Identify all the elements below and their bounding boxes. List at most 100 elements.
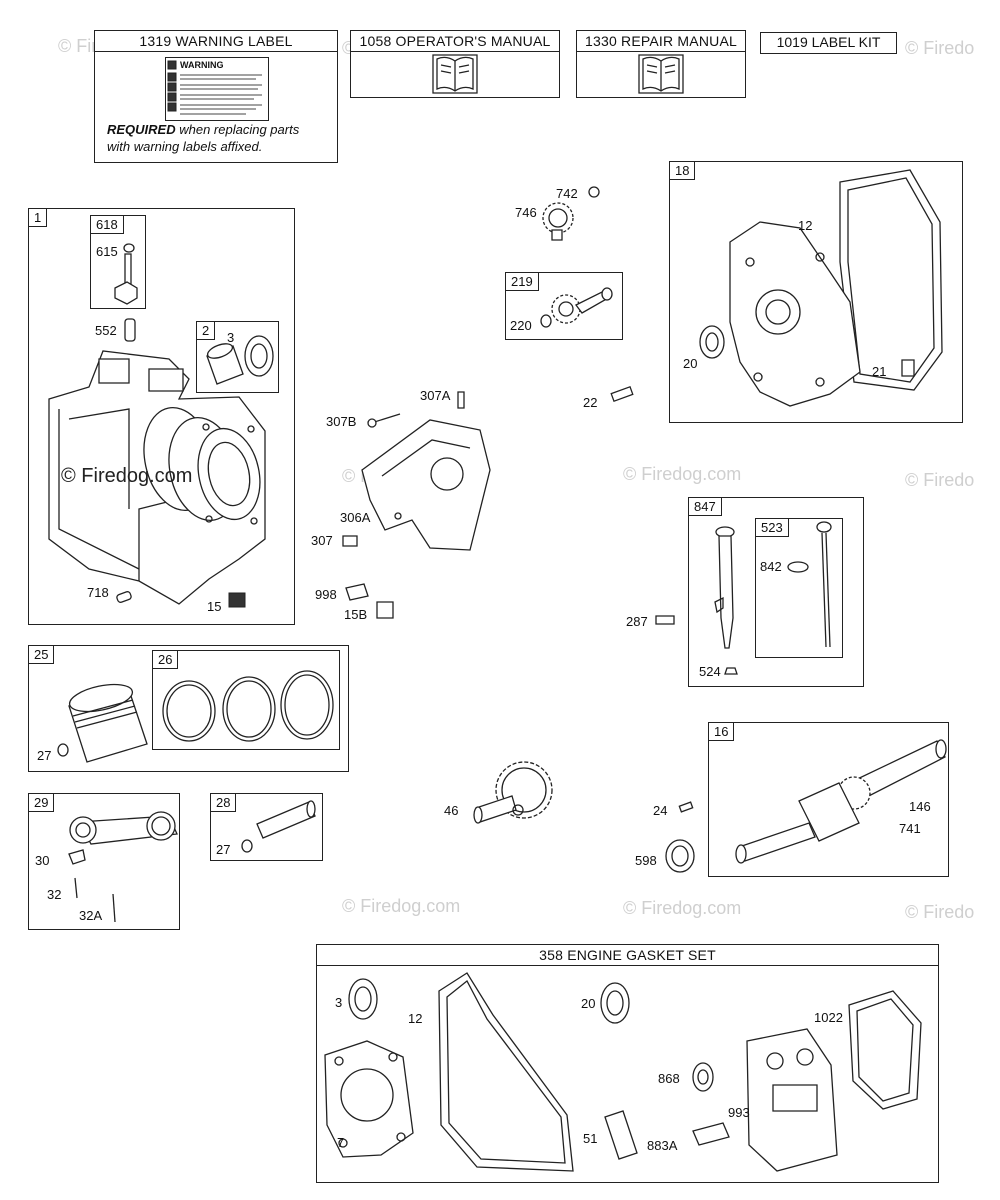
breather-subgroup-tag: 618 xyxy=(91,216,124,234)
warning-sticker-title: WARNING xyxy=(180,60,224,70)
part-number: 842 xyxy=(760,559,782,574)
piston-rings-subgroup-tag: 26 xyxy=(153,651,179,669)
dipstick-subgroup[interactable]: 523 842 xyxy=(755,518,843,658)
warning-label-title: 1319 WARNING LABEL xyxy=(95,31,337,52)
piston-drawing xyxy=(29,646,350,773)
part-number: 15B xyxy=(344,607,368,622)
crankcase-cover-group[interactable]: 18 12 20 21 xyxy=(669,161,963,423)
watermark: © Firedo xyxy=(905,470,975,490)
crankcase-cover-group-tag: 18 xyxy=(670,162,696,180)
part-number: 32 xyxy=(47,887,62,902)
part-number: 220 xyxy=(510,318,532,333)
connecting-rod-drawing xyxy=(29,794,181,931)
dipstick-drawing xyxy=(756,519,844,659)
part-number: 3 xyxy=(227,330,235,345)
piston-pin-group-tag: 28 xyxy=(211,794,237,812)
piston-sleeve-subgroup[interactable]: 2 3 xyxy=(196,321,279,393)
piston-rings-subgroup[interactable]: 26 xyxy=(152,650,340,750)
dipstick-group-tag: 847 xyxy=(689,498,722,516)
piston-pin-group[interactable]: 28 27 xyxy=(210,793,323,861)
cylinder-group[interactable]: 1 618 615 2 3 xyxy=(28,208,295,625)
dipstick-subgroup-tag: 523 xyxy=(756,519,789,537)
book-icon xyxy=(577,31,747,99)
warning-note-rest: when replacing parts xyxy=(175,122,300,137)
dipstick-tube-drawing xyxy=(689,498,865,688)
warning-label-box[interactable]: 1319 WARNING LABEL WARNING REQUIRED when… xyxy=(94,30,338,163)
part-number: 146 xyxy=(909,799,931,814)
part-number: 598 xyxy=(635,853,657,868)
part-number: 883A xyxy=(647,1138,678,1153)
warning-note-bold: REQUIRED xyxy=(107,122,176,137)
dipstick-group[interactable]: 847 523 842 524 xyxy=(688,497,864,687)
crankcase-cover-drawing xyxy=(670,162,964,424)
part-number: 12 xyxy=(798,218,813,233)
crankshaft-group[interactable]: 16 146 741 xyxy=(708,722,949,877)
part-number: 22 xyxy=(583,395,598,410)
cylinder-block-drawing xyxy=(29,209,296,626)
part-number: 24 xyxy=(653,803,668,818)
part-number: 287 xyxy=(626,614,648,629)
watermark: © Firedo xyxy=(905,902,975,922)
part-number: 46 xyxy=(444,803,459,818)
warning-note: REQUIRED when replacing parts xyxy=(107,122,299,137)
breather-subgroup[interactable]: 618 615 xyxy=(90,215,146,309)
piston-group[interactable]: 25 27 26 xyxy=(28,645,349,772)
part-number: 993 xyxy=(728,1105,750,1120)
watermark: © Firedo xyxy=(905,38,975,58)
watermark: © Firedog.com xyxy=(623,898,742,918)
crankshaft-group-tag: 16 xyxy=(709,723,735,741)
watermark-firedog: © Firedog.com xyxy=(61,465,193,487)
operators-manual-box[interactable]: 1058 OPERATOR'S MANUAL xyxy=(350,30,560,98)
book-icon xyxy=(351,31,561,99)
part-number: 30 xyxy=(35,853,50,868)
piston-sleeve-subgroup-tag: 2 xyxy=(197,322,216,340)
gasket-set-drawing xyxy=(317,945,940,1184)
part-number: 524 xyxy=(699,664,721,679)
piston-group-tag: 25 xyxy=(29,646,55,664)
engine-gasket-set-group[interactable]: 358 ENGINE GASKET SET 3 12 7 20 51 868 8… xyxy=(316,944,939,1183)
part-number: 718 xyxy=(87,585,109,600)
part-number: 20 xyxy=(581,996,596,1011)
part-number: 307 xyxy=(311,533,333,548)
repair-manual-title: 1330 REPAIR MANUAL xyxy=(577,31,745,52)
watermark: © Firedog.com xyxy=(342,896,461,916)
piston-pin-drawing xyxy=(211,794,324,862)
part-number: 32A xyxy=(79,908,103,923)
governor-group-tag: 219 xyxy=(506,273,539,291)
part-number: 552 xyxy=(95,323,117,338)
part-number: 868 xyxy=(658,1071,680,1086)
governor-group[interactable]: 219 220 xyxy=(505,272,623,340)
repair-manual-box[interactable]: 1330 REPAIR MANUAL xyxy=(576,30,746,98)
part-number: 3 xyxy=(335,995,343,1010)
sleeve-seal-drawing xyxy=(197,322,280,394)
part-number: 741 xyxy=(899,821,921,836)
part-number: 307B xyxy=(326,414,357,429)
part-number: 742 xyxy=(556,186,578,201)
breather-tube-drawing xyxy=(91,216,147,310)
part-number: 20 xyxy=(683,356,698,371)
part-number: 306A xyxy=(340,510,371,525)
label-kit-title: 1019 LABEL KIT xyxy=(776,34,881,50)
warning-sticker-image: WARNING xyxy=(165,57,269,121)
part-number: 1022 xyxy=(814,1010,843,1025)
piston-rings-drawing xyxy=(153,651,341,751)
warning-note-line2: with warning labels affixed. xyxy=(107,139,263,154)
part-number: 7 xyxy=(337,1135,345,1150)
label-kit-box[interactable]: 1019 LABEL KIT xyxy=(760,32,897,54)
connecting-rod-group-tag: 29 xyxy=(29,794,55,812)
part-number: 12 xyxy=(408,1011,423,1026)
warning-sticker-lines xyxy=(166,58,268,120)
governor-shaft-drawing xyxy=(506,273,624,341)
cylinder-group-tag: 1 xyxy=(29,209,48,227)
part-number: 51 xyxy=(583,1131,598,1146)
crankshaft-drawing xyxy=(709,723,950,878)
connecting-rod-group[interactable]: 29 30 32 32A xyxy=(28,793,180,930)
operators-manual-title: 1058 OPERATOR'S MANUAL xyxy=(351,31,559,52)
watermark: © Firedog.com xyxy=(623,464,742,484)
